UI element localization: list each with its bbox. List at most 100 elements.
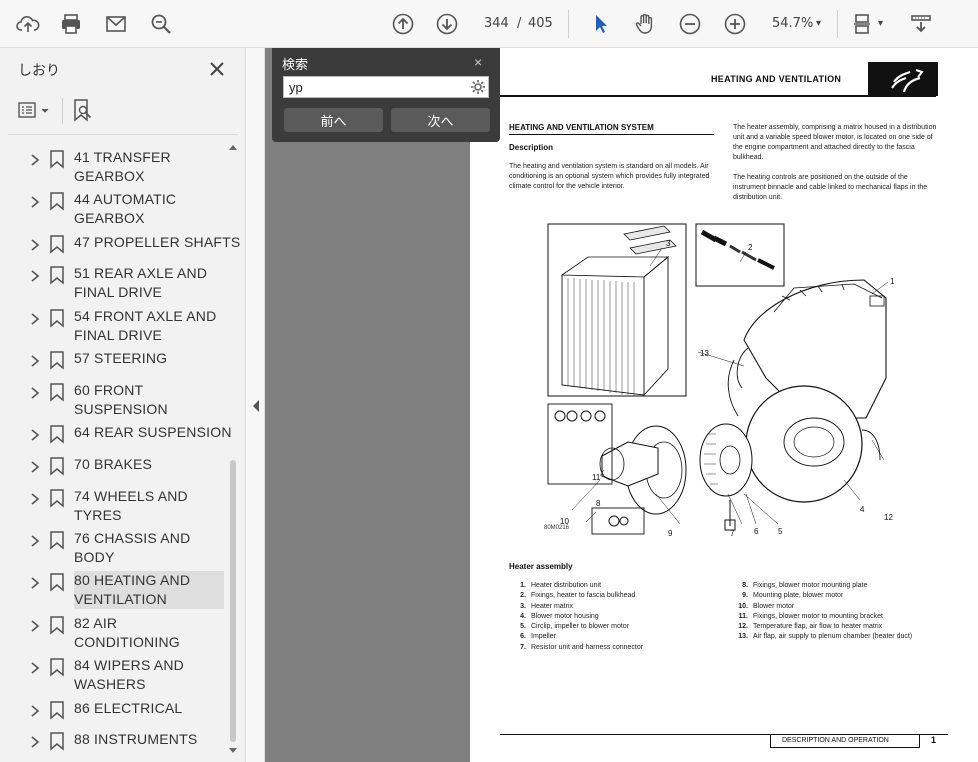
chevron-right-icon[interactable]: [30, 705, 40, 717]
callout-6: 6: [754, 527, 759, 536]
callout-12: 12: [884, 513, 893, 522]
legend-number: 5.: [520, 623, 526, 631]
chevron-right-icon[interactable]: [30, 270, 40, 282]
search-zoom-icon[interactable]: [146, 9, 176, 39]
sidebar-divider: [8, 134, 238, 135]
gear-icon[interactable]: [470, 79, 486, 95]
page-down-icon[interactable]: [432, 9, 462, 39]
legend-item: 5.Circlip, impeller to blower motor: [510, 622, 720, 632]
bookmark-label: 44 AUTOMATIC GEARBOX: [74, 191, 177, 226]
close-icon[interactable]: [206, 58, 228, 80]
legend-text: Fixings, heater to fascia bulkhead: [531, 592, 636, 600]
chevron-right-icon[interactable]: [30, 239, 40, 251]
bookmark-search-icon[interactable]: [70, 98, 96, 124]
bookmark-icon: [50, 531, 64, 550]
chevron-right-icon[interactable]: [30, 620, 40, 632]
zoom-in-icon[interactable]: [720, 9, 750, 39]
header-rule: [500, 95, 936, 97]
search-prev-button[interactable]: 前へ: [284, 108, 383, 132]
legend-number: 13.: [738, 633, 748, 641]
page-header-title: HEATING AND VENTILATION: [711, 74, 842, 84]
page-layout-icon[interactable]: [848, 9, 878, 39]
legend-item: 13.Air flap, air supply to plenum chambe…: [732, 632, 938, 642]
chevron-right-icon[interactable]: [30, 196, 40, 208]
legend-item: 7.Resistor unit and harness connector: [510, 643, 720, 653]
chevron-right-icon[interactable]: [30, 577, 40, 589]
chevron-right-icon[interactable]: [30, 662, 40, 674]
chevron-right-icon[interactable]: [30, 429, 40, 441]
close-icon[interactable]: ×: [474, 54, 483, 70]
chevron-right-icon[interactable]: [30, 535, 40, 547]
page-up-icon[interactable]: [388, 9, 418, 39]
pdf-page: HEATING AND VENTILATION HEATING AND VENT…: [470, 48, 978, 762]
legend-number: 10.: [738, 602, 748, 610]
description-paragraph: The heating and ventilation system is st…: [509, 163, 710, 190]
legend-right: 8.Fixings, blower motor mounting plate 9…: [732, 581, 938, 643]
legend-text: Fixings, blower motor to mounting bracke…: [753, 612, 883, 620]
select-cursor-icon[interactable]: [586, 9, 616, 39]
section-rule: [509, 134, 714, 135]
legend-number: 3.: [520, 602, 526, 610]
heater-section-icon: [868, 62, 938, 96]
bookmark-label: 86 ELECTRICAL: [74, 700, 183, 716]
chevron-down-icon[interactable]: ▾: [816, 18, 822, 29]
page-number-input[interactable]: 344: [484, 16, 509, 31]
search-next-button[interactable]: 次へ: [391, 108, 490, 132]
tools-download-icon[interactable]: [906, 9, 936, 39]
heater-assembly-diagram: 1 2 3 4 5 6 7 8 9 10 11 12 13: [544, 220, 904, 540]
top-toolbar: 344 / 405 54.7% ▾ ▾: [0, 0, 978, 48]
search-input[interactable]: yp: [283, 76, 489, 98]
footer-box: [770, 734, 920, 748]
bookmark-icon: [50, 150, 64, 169]
callout-10: 10: [560, 517, 569, 526]
callout-9: 9: [668, 529, 673, 538]
options-list-icon[interactable]: [18, 100, 54, 122]
scroll-thumb[interactable]: [230, 460, 236, 742]
bookmark-label: 80 HEATING AND VENTILATION: [74, 571, 224, 609]
bookmark-icon: [50, 351, 64, 370]
sidebar-scrollbar[interactable]: [228, 140, 238, 760]
search-panel: 検索 × yp 前へ 次へ: [272, 48, 500, 142]
zoom-out-icon[interactable]: [675, 9, 705, 39]
bookmark-icon: [50, 658, 64, 677]
toolbar-divider: [568, 10, 569, 38]
footer-rule: [500, 734, 948, 735]
bookmark-icon: [50, 701, 64, 720]
chevron-right-icon[interactable]: [30, 355, 40, 367]
page-total: 405: [528, 16, 553, 31]
chevron-right-icon[interactable]: [30, 154, 40, 166]
chevron-right-icon[interactable]: [30, 736, 40, 748]
bookmark-label: 54 FRONT AXLE AND FINAL DRIVE: [74, 308, 217, 343]
legend-number: 7.: [520, 643, 526, 651]
scroll-up-icon[interactable]: [229, 144, 237, 150]
chevron-right-icon[interactable]: [30, 313, 40, 325]
bookmark-label: 82 AIR CONDITIONING: [74, 615, 180, 650]
figure-heading: Heater assembly: [509, 562, 573, 571]
chevron-right-icon[interactable]: [30, 387, 40, 399]
legend-text: Temperature flap, air flow to heater mat…: [753, 623, 883, 631]
bookmark-icon: [50, 616, 64, 635]
chevron-down-icon[interactable]: ▾: [878, 18, 884, 29]
print-icon[interactable]: [56, 9, 86, 39]
legend-text: Heater distribution unit: [531, 582, 602, 589]
legend-item: 3.Heater matrix: [510, 602, 720, 612]
legend-item: 1.Heater distribution unit: [510, 581, 720, 591]
bookmark-list: 41 TRANSFER GEARBOX 44 AUTOMATIC GEARBOX…: [0, 140, 240, 762]
hand-tool-icon[interactable]: [630, 9, 660, 39]
chevron-right-icon[interactable]: [30, 461, 40, 473]
chevron-right-icon[interactable]: [30, 493, 40, 505]
bookmarks-sidebar: しおり 41 TRANSFER GEARBOX 44 AUTOMATIC GEA…: [0, 48, 246, 762]
description-heading: Description: [509, 143, 554, 152]
chevron-left-icon[interactable]: [252, 400, 260, 412]
scroll-down-icon[interactable]: [229, 748, 237, 754]
legend-text: Blower motor: [753, 602, 795, 610]
callout-11: 11: [592, 473, 601, 482]
legend-text: Mounting plate, blower motor: [753, 592, 844, 600]
mail-icon[interactable]: [101, 9, 131, 39]
callout-4: 4: [860, 505, 865, 514]
legend-item: 12.Temperature flap, air flow to heater …: [732, 622, 938, 632]
sidebar-collapse-handle[interactable]: [247, 48, 265, 762]
zoom-level-select[interactable]: 54.7%: [772, 16, 814, 31]
callout-3: 3: [666, 239, 671, 248]
upload-cloud-icon[interactable]: [13, 9, 43, 39]
